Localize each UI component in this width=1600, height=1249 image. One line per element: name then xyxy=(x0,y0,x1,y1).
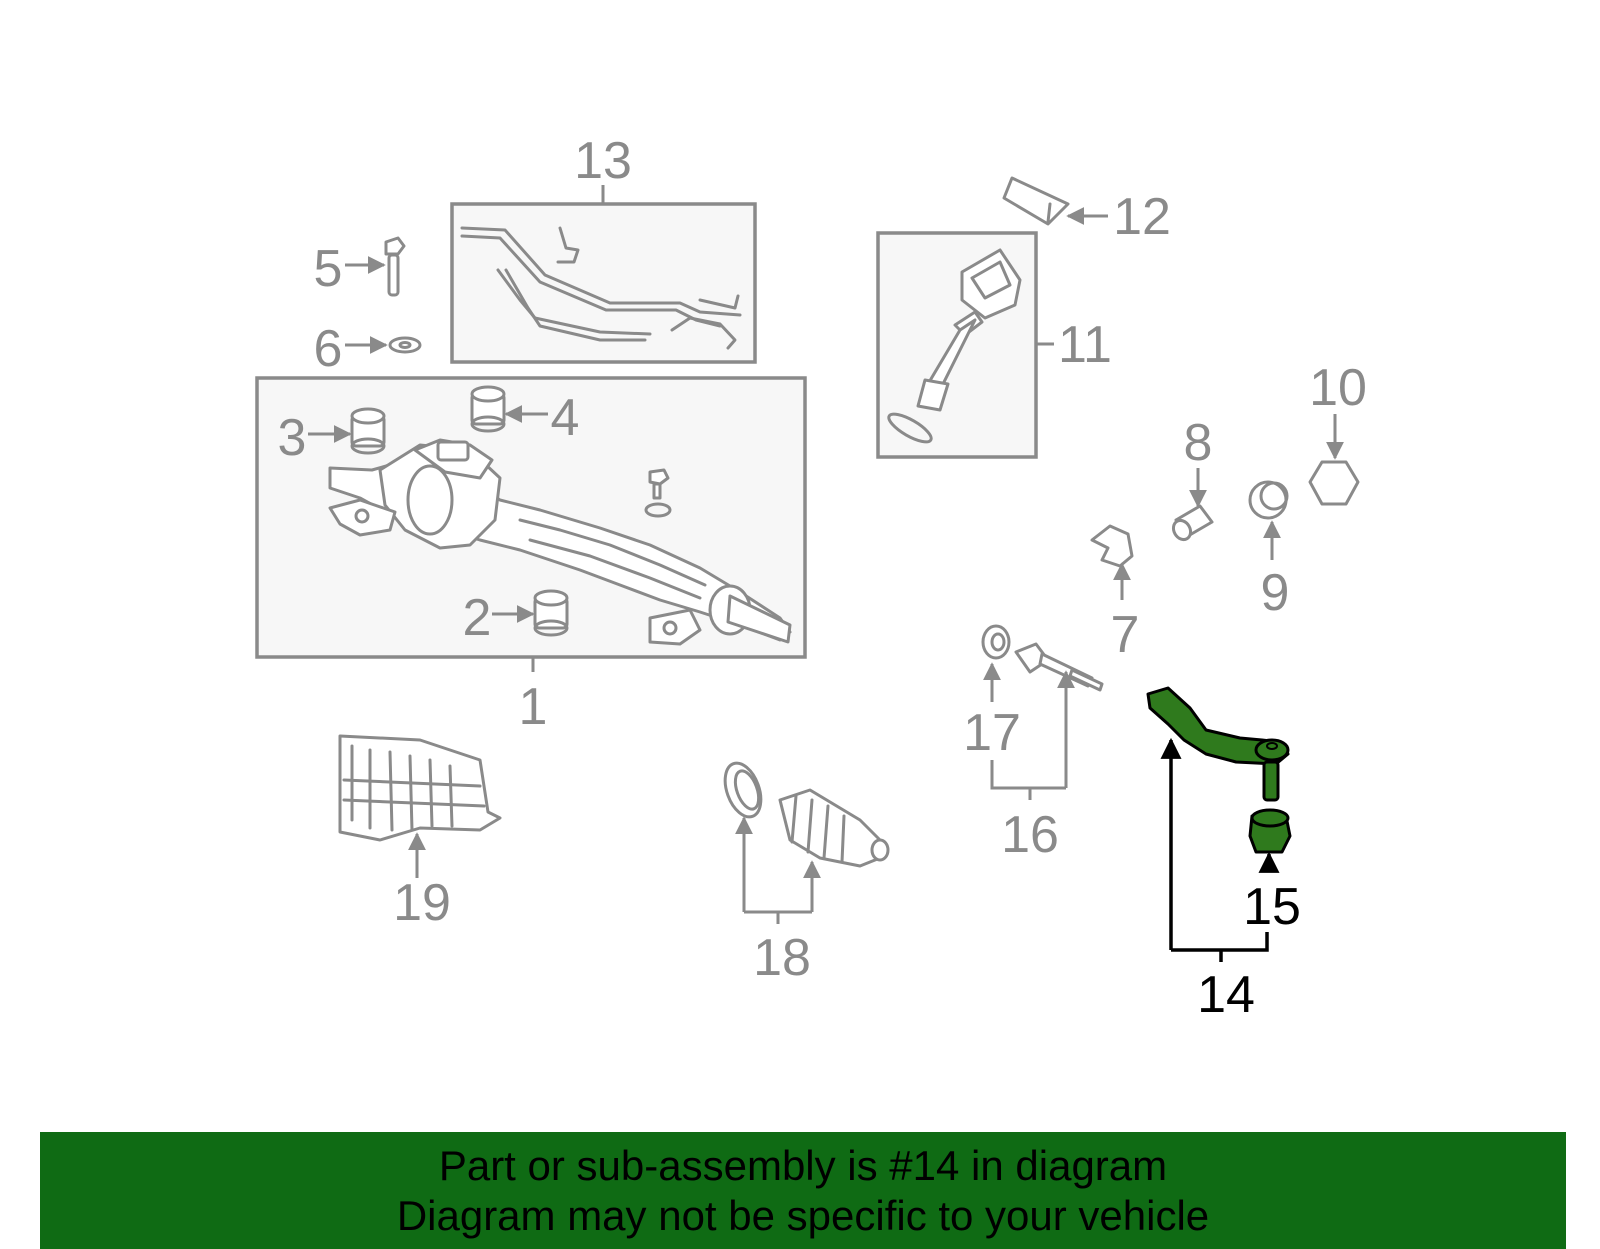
part-11-valve-assembly[interactable] xyxy=(876,231,1038,459)
callout-10: 10 xyxy=(1309,359,1367,417)
part-3-bushing[interactable] xyxy=(350,407,386,455)
callout-6: 6 xyxy=(314,320,343,378)
callout-14: 14 xyxy=(1197,966,1255,1024)
leader-14 xyxy=(1171,932,1269,952)
banner-line-1: Part or sub-assembly is #14 in diagram xyxy=(438,1141,1168,1189)
part-13-hose-assembly[interactable] xyxy=(450,202,757,364)
callout-3: 3 xyxy=(278,409,307,467)
callout-12: 12 xyxy=(1113,188,1171,246)
part-8-plug[interactable] xyxy=(1170,504,1214,543)
callout-7: 7 xyxy=(1111,606,1140,664)
callout-2: 2 xyxy=(463,589,492,647)
part-7-stopper[interactable] xyxy=(1090,524,1134,568)
callout-5: 5 xyxy=(314,240,343,298)
part-18-boot[interactable] xyxy=(718,758,890,868)
part-14-tie-rod-end[interactable] xyxy=(1146,686,1290,802)
part-12-plate[interactable] xyxy=(1002,176,1070,226)
leader-16 xyxy=(990,760,1066,790)
callout-4: 4 xyxy=(551,389,580,447)
callout-17: 17 xyxy=(963,704,1021,762)
callout-13: 13 xyxy=(574,132,632,190)
callout-11: 11 xyxy=(1058,316,1112,374)
part-19-cover[interactable] xyxy=(338,734,502,842)
part-10-nut[interactable] xyxy=(1308,460,1360,506)
callout-1: 1 xyxy=(519,678,548,736)
part-4-bushing[interactable] xyxy=(470,385,506,433)
part-16-tie-rod[interactable] xyxy=(1014,642,1104,692)
part-9-cap[interactable] xyxy=(1248,480,1289,520)
callout-8: 8 xyxy=(1184,414,1213,472)
part-2-bushing[interactable] xyxy=(533,589,569,637)
callout-16: 16 xyxy=(1001,806,1059,864)
part-15-boot[interactable] xyxy=(1248,808,1292,854)
callout-9: 9 xyxy=(1261,564,1290,622)
part-6-washer[interactable] xyxy=(388,336,422,354)
callout-19: 19 xyxy=(393,874,451,932)
part-5-bolt[interactable] xyxy=(384,236,406,297)
part-17-washer[interactable] xyxy=(981,624,1011,660)
banner-line-2: Diagram may not be specific to your vehi… xyxy=(396,1191,1210,1239)
callout-18: 18 xyxy=(753,929,811,987)
notice-banner: Part or sub-assembly is #14 in diagram D… xyxy=(40,1132,1566,1249)
callout-15: 15 xyxy=(1243,878,1301,936)
